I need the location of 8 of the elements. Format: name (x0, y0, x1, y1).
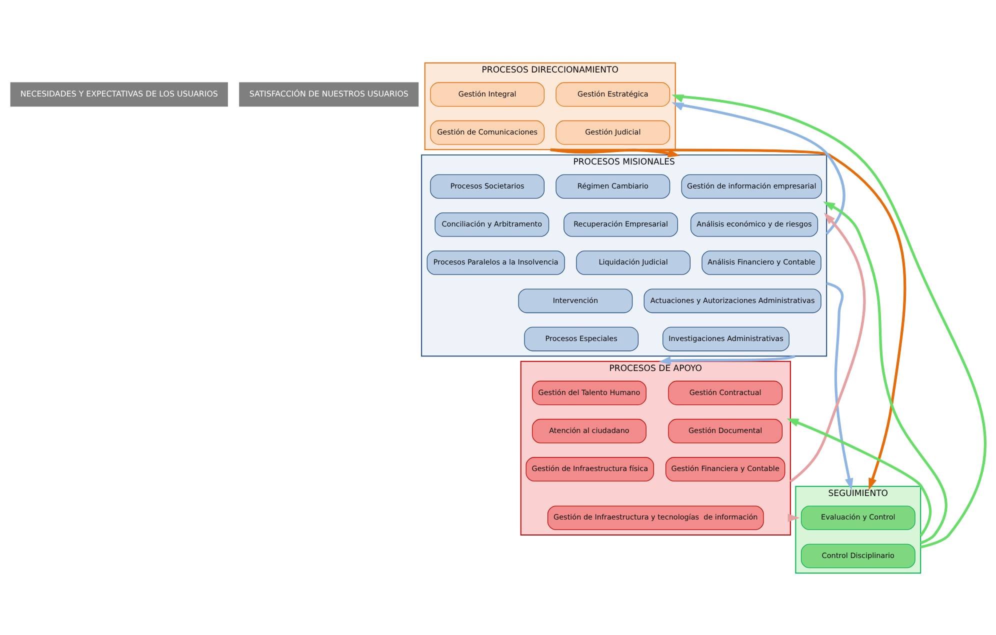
arrow (672, 102, 846, 234)
arrow (788, 513, 800, 522)
arrow (826, 282, 854, 490)
arrow (672, 94, 986, 548)
arrow (823, 201, 948, 544)
arrow (550, 148, 906, 490)
arrow (786, 418, 932, 536)
arrow (658, 354, 796, 364)
